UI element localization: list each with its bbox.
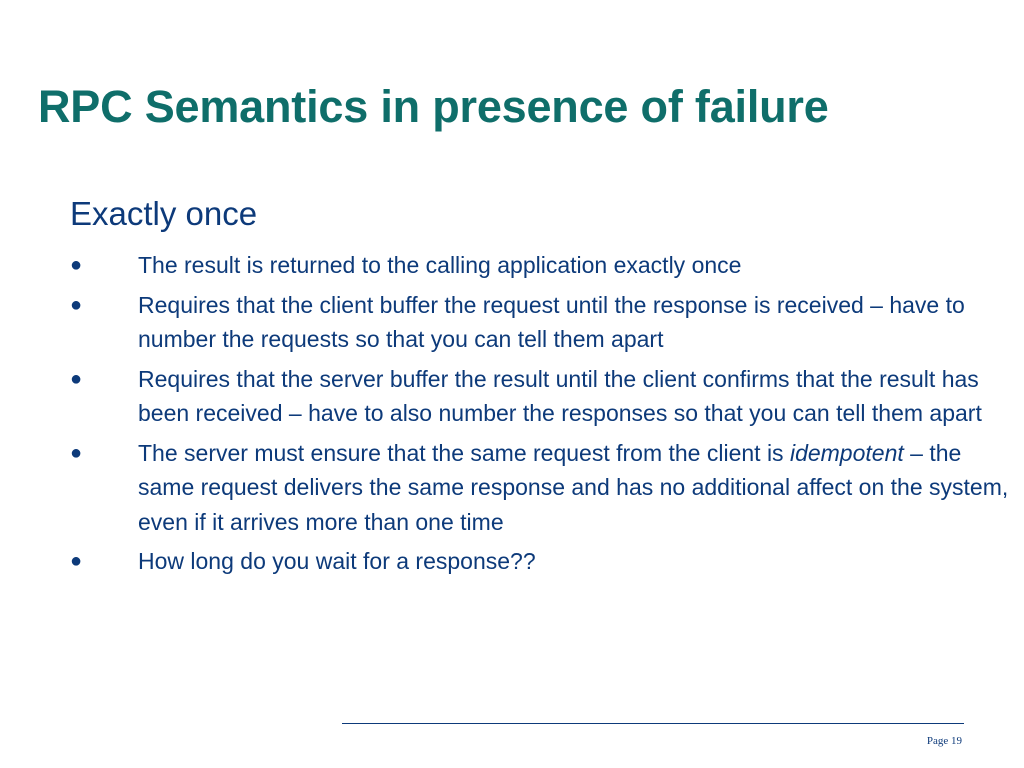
bullet-text: How long do you wait for a response?? bbox=[138, 548, 536, 574]
bullet-icon: ● bbox=[70, 550, 83, 572]
bullet-list: ● The result is returned to the calling … bbox=[70, 248, 1015, 584]
bullet-icon: ● bbox=[70, 367, 83, 390]
bullet-icon: ● bbox=[70, 293, 83, 316]
bullet-item-1: ● The result is returned to the calling … bbox=[70, 248, 1015, 283]
bullet-icon: ● bbox=[70, 254, 83, 276]
bullet-text: The server must ensure that the same req… bbox=[138, 439, 1009, 535]
page-number: Page 19 bbox=[926, 735, 962, 747]
slide-title: RPC Semantics in presence of failure bbox=[38, 81, 829, 132]
footer-divider bbox=[342, 723, 964, 724]
bullet-text: Requires that the server buffer the resu… bbox=[138, 365, 982, 427]
bullet-text: Requires that the client buffer the requ… bbox=[138, 291, 965, 353]
bullet-item-3: ● Requires that the server buffer the re… bbox=[70, 362, 1015, 431]
bullet-item-5: ● How long do you wait for a response?? bbox=[70, 544, 1015, 579]
emphasized-term: idempotent bbox=[789, 439, 904, 466]
bullet-icon: ● bbox=[70, 441, 83, 464]
bullet-item-2: ● Requires that the client buffer the re… bbox=[70, 288, 1015, 357]
slide-subtitle: Exactly once bbox=[70, 195, 258, 232]
bullet-text: The result is returned to the calling ap… bbox=[138, 252, 742, 278]
bullet-item-4: ● The server must ensure that the same r… bbox=[70, 436, 1015, 540]
